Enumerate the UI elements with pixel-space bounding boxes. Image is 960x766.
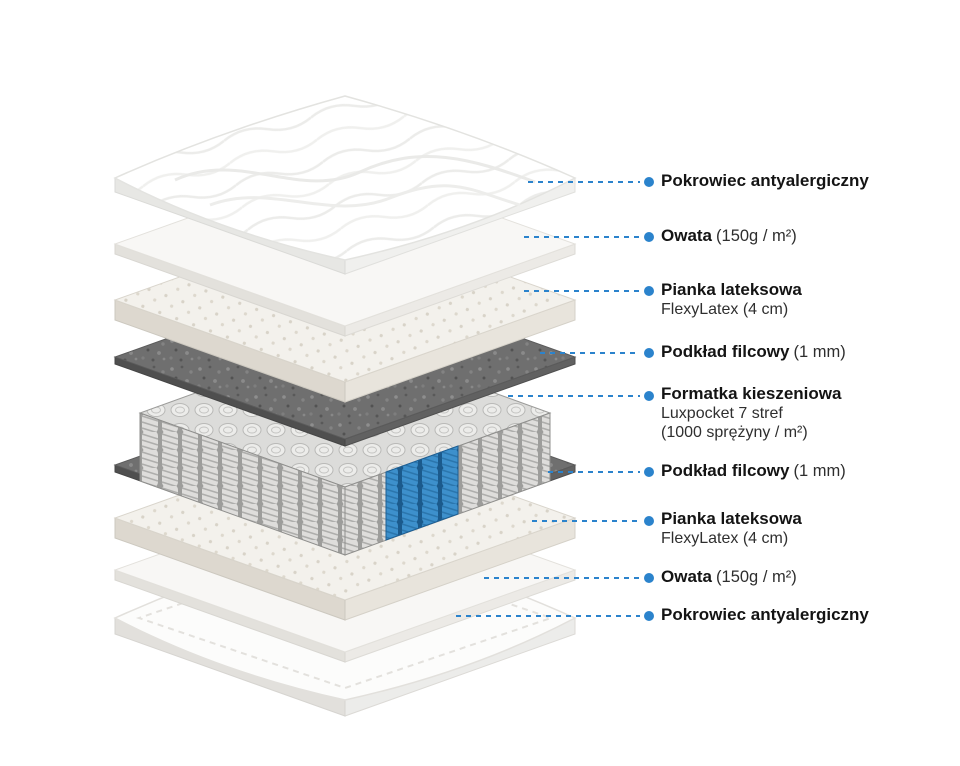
layer-top-cover [113, 95, 577, 275]
connector-dot-8 [644, 573, 654, 583]
connector-dots [644, 177, 654, 621]
connector-dot-1 [644, 177, 654, 187]
connector-dot-4 [644, 348, 654, 358]
connector-dot-7 [644, 516, 654, 526]
connector-dot-9 [644, 611, 654, 621]
connector-dot-3 [644, 286, 654, 296]
blue-spring-zone [385, 445, 459, 541]
connector-dot-6 [644, 467, 654, 477]
connector-dot-2 [644, 232, 654, 242]
connector-lines [456, 181, 640, 617]
connector-dot-5 [644, 391, 654, 401]
